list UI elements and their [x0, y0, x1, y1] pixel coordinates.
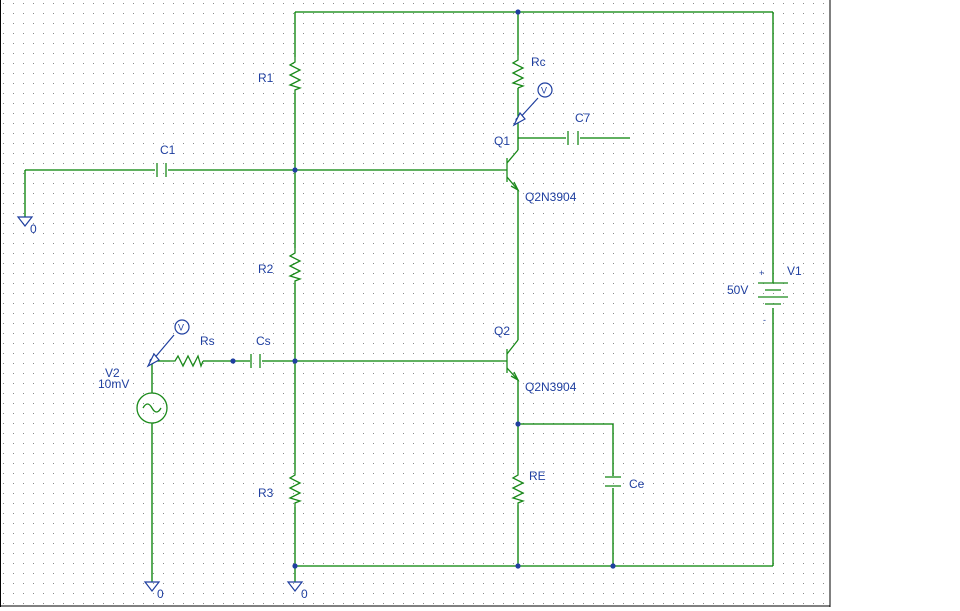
label-v2: V2: [105, 366, 120, 380]
label-r1: R1: [258, 71, 274, 85]
label-rc: Rc: [531, 55, 546, 69]
label-q2-model: Q2N3904: [525, 380, 577, 394]
probe-1-label: V: [541, 86, 547, 96]
resistor-r3[interactable]: [288, 470, 302, 507]
label-r2: R2: [258, 262, 274, 276]
label-v1-minus: -: [763, 315, 766, 325]
grid-background: [0, 0, 830, 607]
label-re: RE: [529, 469, 546, 483]
component-labels: R1 R2 R3 Rc Rs RE C1 Cs C7 Ce Q1 Q2N3904…: [30, 55, 802, 601]
transistor-q1[interactable]: [500, 149, 520, 192]
label-r3: R3: [258, 486, 274, 500]
label-v1: V1: [787, 264, 802, 278]
voltage-probe-2[interactable]: V: [146, 319, 190, 368]
resistor-r2[interactable]: [288, 248, 302, 283]
probe-2-label: V: [178, 323, 184, 333]
resistor-rs[interactable]: [170, 354, 204, 368]
ground-symbol-2: [143, 581, 161, 592]
capacitor-c1[interactable]: [156, 163, 167, 177]
label-v1-value: 50V: [727, 283, 748, 297]
label-c1: C1: [160, 143, 176, 157]
label-q1: Q1: [494, 134, 510, 148]
resistor-r1[interactable]: [288, 57, 302, 93]
capacitor-c7[interactable]: [567, 131, 579, 145]
resistor-rc[interactable]: [511, 55, 525, 89]
label-v1-plus: +: [759, 268, 764, 278]
label-c7: C7: [575, 111, 591, 125]
resistor-re[interactable]: [511, 470, 525, 505]
ground-symbol-1: [16, 216, 34, 227]
ac-source-v2[interactable]: [136, 392, 168, 424]
label-q1-model: Q2N3904: [525, 190, 577, 204]
capacitor-ce[interactable]: [605, 476, 621, 487]
label-ground-1: 0: [30, 222, 37, 236]
transistor-q2[interactable]: [500, 339, 520, 382]
capacitor-cs[interactable]: [250, 354, 261, 368]
label-ground-2: 0: [157, 587, 164, 601]
dc-source-v1[interactable]: [758, 282, 788, 305]
label-v2-value: 10mV: [98, 377, 129, 391]
label-ce: Ce: [629, 477, 645, 491]
label-ground-3: 0: [301, 587, 308, 601]
voltage-probe-1[interactable]: V: [512, 82, 553, 127]
label-rs: Rs: [200, 334, 215, 348]
label-cs: Cs: [256, 334, 271, 348]
label-q2: Q2: [494, 324, 510, 338]
ground-symbol-3: [286, 581, 304, 592]
